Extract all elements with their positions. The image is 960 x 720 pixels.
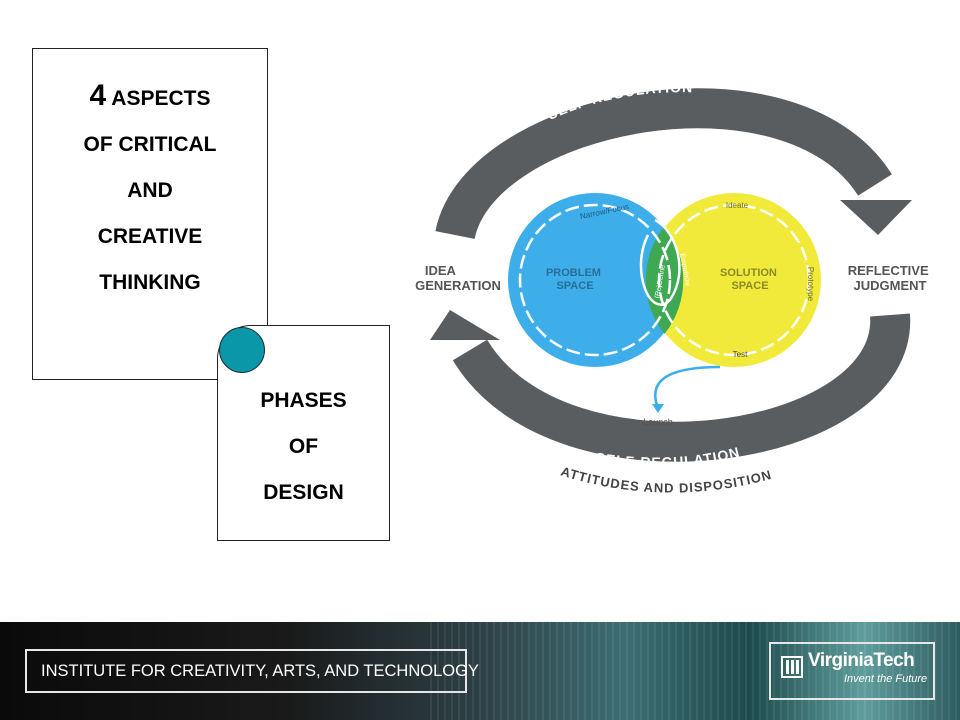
- aspects-line-4: CREATIVE: [97, 225, 203, 248]
- vt-logo-name: VirginiaTech: [808, 650, 915, 671]
- reflective-judgment-label: REFLECTIVE JUDGMENT: [848, 263, 933, 293]
- institute-name: INSTITUTE FOR CREATIVITY, ARTS, AND TECH…: [25, 649, 479, 693]
- aspects-line-3: AND: [127, 179, 173, 202]
- phases-title: PHASES OF DESIGN: [218, 378, 389, 516]
- idea-generation-label: IDEA GENERATION: [415, 263, 501, 293]
- virginia-tech-logo: VirginiaTech Invent the Future: [769, 642, 935, 700]
- phases-line-1: PHASES: [260, 389, 347, 412]
- aspects-line-1: ASPECTS: [111, 87, 211, 110]
- connector-circle: [219, 327, 265, 373]
- aspects-line-5: THINKING: [99, 271, 201, 294]
- aspects-number: 4: [89, 79, 107, 112]
- test-label: Test: [733, 350, 748, 359]
- solution-cycle-line: [657, 203, 811, 357]
- top-self-regulation-arrow: [435, 88, 912, 241]
- phases-line-3: DESIGN: [263, 481, 344, 504]
- ideate-label: Ideate: [726, 201, 749, 210]
- phases-line-2: OF: [288, 435, 319, 458]
- solution-space-circle: [647, 193, 821, 367]
- define-empathize-loop: [639, 218, 681, 306]
- vt-shield-icon: [781, 656, 803, 678]
- aspects-title: 4 ASPECTS OF CRITICAL AND CREATIVE THINK…: [33, 73, 267, 306]
- vt-logo-tagline: Invent the Future: [844, 673, 928, 685]
- design-cycle-diagram: SELF-REGULATION SELF-REGULATION ATTITUDE…: [415, 79, 933, 495]
- bottom-self-regulation-arrow: [430, 310, 911, 462]
- aspects-line-2: OF CRITICAL: [83, 133, 217, 156]
- aspects-box: 4 ASPECTS OF CRITICAL AND CREATIVE THINK…: [32, 48, 268, 380]
- problem-space-circle: [508, 193, 682, 367]
- launch-label: Launch: [643, 417, 673, 427]
- problem-cycle-line: [518, 203, 672, 357]
- footer-bar: INSTITUTE FOR CREATIVITY, ARTS, AND TECH…: [0, 622, 960, 720]
- prototype-label: Prototype: [806, 267, 815, 302]
- solution-space-label: SOLUTION SPACE: [720, 267, 780, 292]
- problem-space-label: PROBLEM SPACE: [546, 267, 604, 292]
- launch-arrow: [654, 365, 721, 409]
